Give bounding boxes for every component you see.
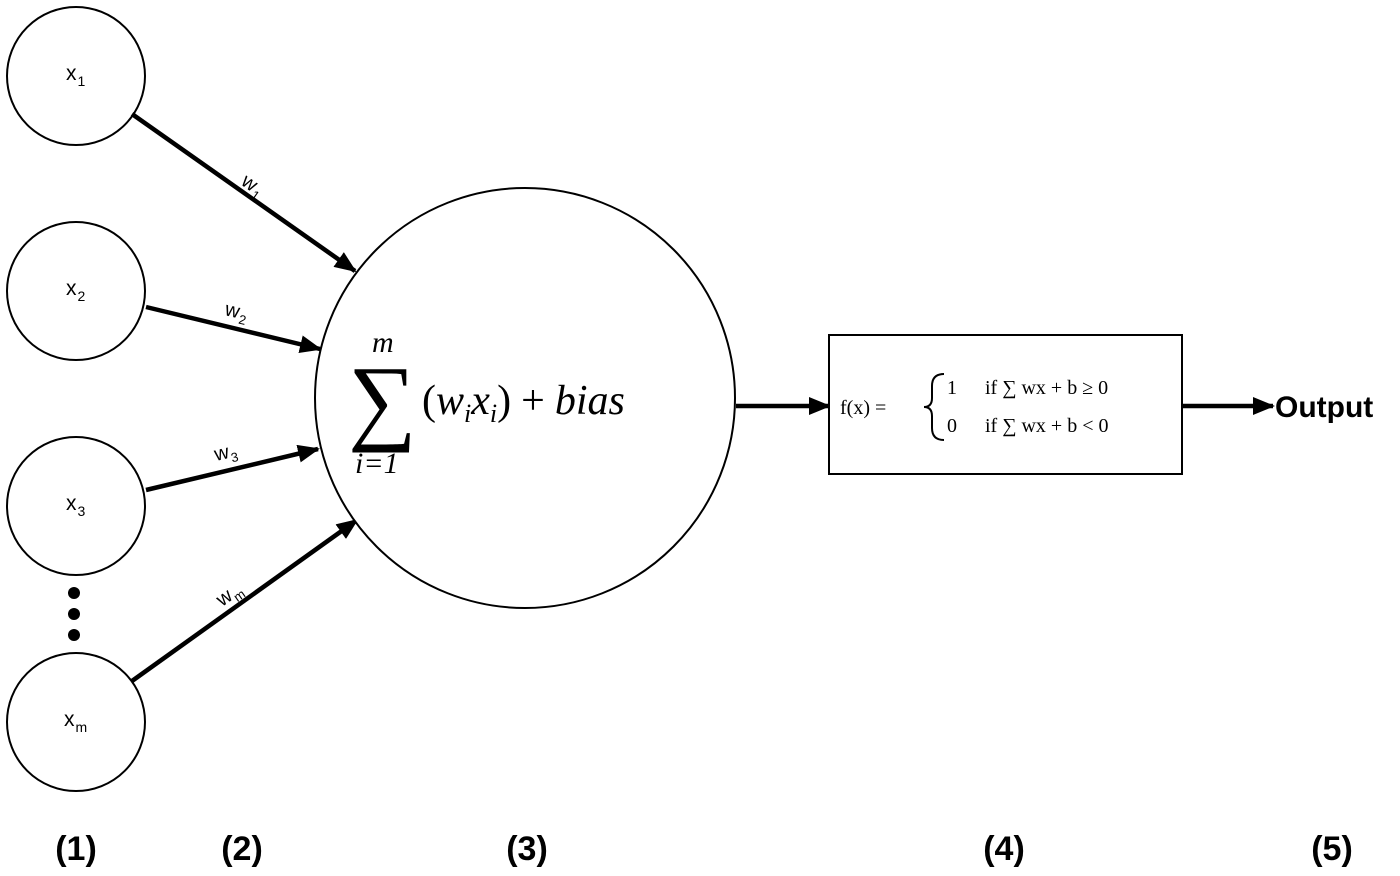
input-node-x1-label: x1 xyxy=(66,62,86,89)
step-label-3: (3) xyxy=(506,830,548,868)
input-node-x1: x1 xyxy=(6,6,146,146)
case1-condition: if ∑ wx + b ≥ 0 xyxy=(985,377,1108,399)
step-label-5: (5) xyxy=(1311,830,1353,868)
activation-function-box: f(x) = 1 if ∑ wx + b ≥ 0 0 if ∑ wx + b <… xyxy=(828,334,1183,475)
step-label-2: (2) xyxy=(221,830,263,868)
sum-lower-limit: i=1 xyxy=(355,447,399,480)
output-label: Output xyxy=(1275,391,1373,424)
case1-value: 1 xyxy=(947,377,957,399)
ellipsis-dots xyxy=(68,587,80,641)
input-node-x3: x3 xyxy=(6,436,146,576)
weight-label-w2: w2 xyxy=(221,298,250,328)
case2-condition: if ∑ wx + b < 0 xyxy=(985,415,1108,437)
case2-value: 0 xyxy=(947,415,957,437)
summation-neuron: m ∑ i=1 (wixi)+bias xyxy=(314,187,736,609)
step-label-1: (1) xyxy=(55,830,97,868)
weight-label-w1: w1 xyxy=(235,170,269,204)
step-label-4: (4) xyxy=(983,830,1025,868)
input-node-xm-label: xm xyxy=(64,708,87,735)
edge-w2-arrow xyxy=(145,304,322,354)
sum-expression: (wixi)+bias xyxy=(422,378,625,428)
input-node-xm: xm xyxy=(6,652,146,792)
edge-w1-arrow xyxy=(130,112,357,273)
activation-fx: f(x) = xyxy=(840,397,886,419)
input-node-x2: x2 xyxy=(6,221,146,361)
sigma-symbol: ∑ xyxy=(348,346,416,453)
weight-label-w3: w3 xyxy=(211,439,240,469)
input-node-x2-label: x2 xyxy=(66,277,86,304)
weighted-edges xyxy=(130,112,359,683)
edge-w3-arrow xyxy=(145,444,320,493)
sum-upper-limit: m xyxy=(372,326,394,359)
piecewise-brace xyxy=(923,373,945,441)
edge-wm-arrow xyxy=(130,518,359,683)
input-node-x3-label: x3 xyxy=(66,492,86,519)
